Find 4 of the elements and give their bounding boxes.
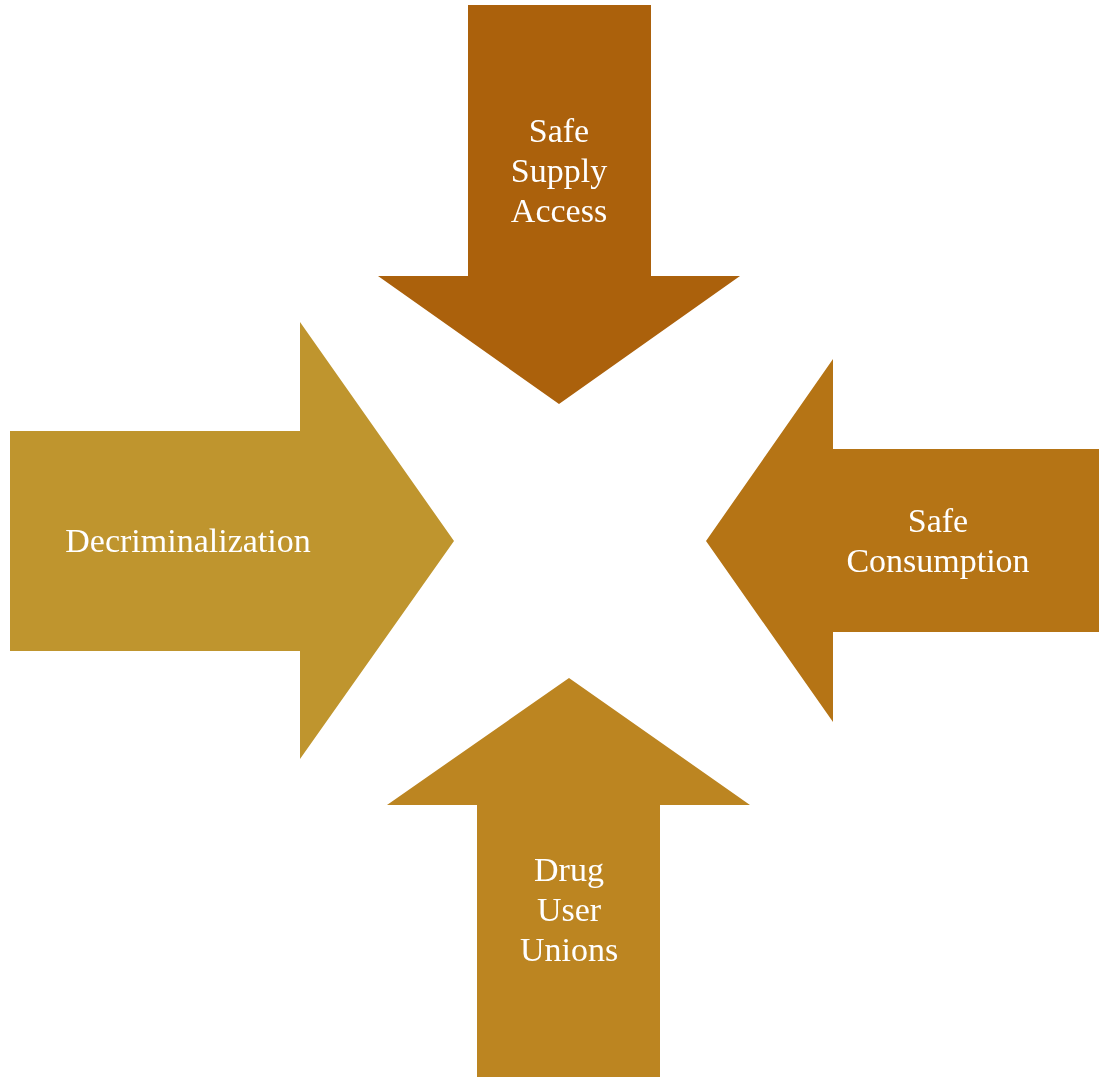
arrow-label: Drug User Unions (518, 850, 620, 970)
arrow-label: Decriminalization (64, 521, 312, 561)
arrow-label: Safe Consumption (845, 501, 1031, 581)
arrow-label: Safe Supply Access (509, 111, 609, 231)
